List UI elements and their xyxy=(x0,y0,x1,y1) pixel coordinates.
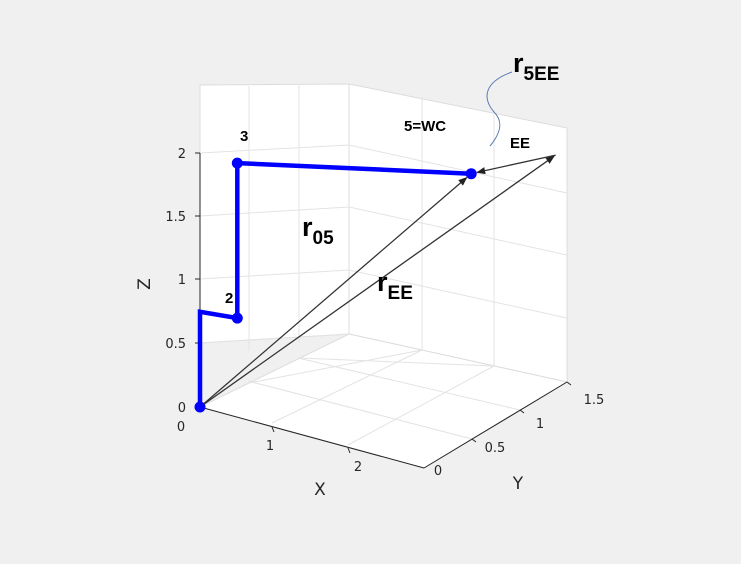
label-r5EE-main: r xyxy=(513,48,524,78)
label-rEE: rEE xyxy=(377,267,413,304)
point-label-3: 3 xyxy=(240,128,248,145)
grid-line xyxy=(348,144,568,194)
tick-mark xyxy=(347,447,351,454)
grid-lines xyxy=(199,85,568,446)
point-label-ee: EE xyxy=(510,135,530,152)
x-axis-line xyxy=(199,406,425,469)
grid-line xyxy=(271,349,423,424)
point-label-wc: 5=WC xyxy=(404,118,446,135)
z-tick-label: 2 xyxy=(178,147,186,162)
vector-rEE-arrow xyxy=(199,155,555,408)
grid-line xyxy=(199,144,350,154)
data-point-marker xyxy=(465,168,477,180)
tick-mark xyxy=(519,409,525,414)
vector-r05-arrow xyxy=(199,177,468,408)
data-point-marker xyxy=(194,401,206,413)
data-point-marker xyxy=(231,312,243,324)
label-rEE-main: r xyxy=(377,267,388,297)
series-layer xyxy=(194,157,477,413)
x-tick-label: 1 xyxy=(266,439,274,454)
label-r5EE: r5EE xyxy=(513,48,559,85)
x-tick-label: 0 xyxy=(177,420,185,435)
label-r05: r05 xyxy=(302,212,334,249)
tick-mark xyxy=(271,426,275,433)
x-axis-label: X xyxy=(314,480,326,500)
label-r05-main: r xyxy=(302,212,313,242)
y-axis-line xyxy=(423,381,568,469)
x-tick-label: 2 xyxy=(354,460,362,475)
label-r5EE-sub: 5EE xyxy=(524,64,560,85)
vector-r5EE-arrow xyxy=(476,154,556,175)
point-label-2: 2 xyxy=(225,290,233,307)
grid-line xyxy=(199,269,350,280)
y-tick-label: 1 xyxy=(536,417,544,432)
grid-line xyxy=(348,206,568,256)
back-wall-xz xyxy=(348,83,568,383)
label-rEE-sub: EE xyxy=(388,283,413,304)
grid-line xyxy=(297,357,521,411)
tick-labels: 2 1.5 1 0.5 0 0 1 2 0 0.5 1 1.5 xyxy=(165,147,604,479)
r5EE-leader-curve xyxy=(486,71,513,147)
vectors xyxy=(199,154,556,408)
y-tick-label: 0.5 xyxy=(485,441,506,456)
tick-mark xyxy=(566,381,572,386)
grid-line xyxy=(199,206,350,217)
grid-line xyxy=(347,365,495,446)
y-tick-label: 0 xyxy=(434,464,442,479)
grid-line xyxy=(348,269,568,319)
back-wall-yz xyxy=(199,83,350,344)
y-tick-label: 1.5 xyxy=(584,393,605,408)
z-tick-label: 1 xyxy=(178,273,186,288)
z-tick-label: 0 xyxy=(178,401,186,416)
data-point-marker xyxy=(231,157,243,169)
tick-mark xyxy=(471,438,477,443)
grid-line xyxy=(199,333,350,344)
y-axis-label: Y xyxy=(512,474,524,494)
z-tick-label: 1.5 xyxy=(165,210,186,225)
label-r05-sub: 05 xyxy=(313,228,335,249)
grid-line xyxy=(247,380,473,440)
z-tick-label: 0.5 xyxy=(165,337,186,352)
z-axis-label: Z xyxy=(135,278,155,290)
